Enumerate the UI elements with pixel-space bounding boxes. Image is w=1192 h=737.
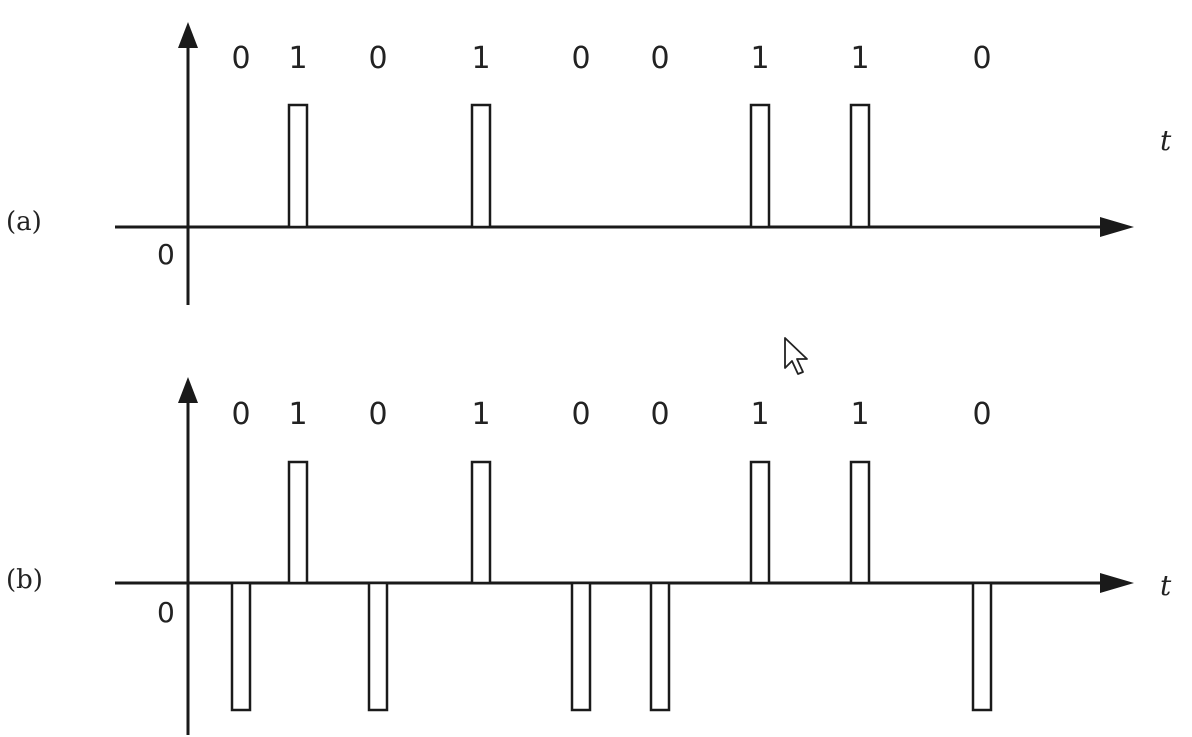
panel-a-positive-pulse xyxy=(849,103,871,229)
panel-b-negative-pulse xyxy=(367,581,389,712)
panel-a-bit-label: 0 xyxy=(231,41,250,76)
panel-a-bit-labels: 0 1 0 1 0 0 1 1 0 xyxy=(231,41,991,76)
panel-a-positive-pulse xyxy=(287,103,309,229)
panel-b-bit-label: 1 xyxy=(288,397,307,432)
panel-b-bit-label: 1 xyxy=(850,397,869,432)
panel-a-y-axis-arrow xyxy=(178,22,198,48)
panel-b-positive-pulse xyxy=(849,460,871,585)
panel-b-bit-label: 1 xyxy=(750,397,769,432)
panel-a-time-label: t xyxy=(1160,124,1172,157)
panel-a-positive-pulse xyxy=(749,103,771,229)
panel-b-bit-label: 0 xyxy=(571,397,590,432)
panel-b-bit-label: 0 xyxy=(650,397,669,432)
panel-b-positive-pulse xyxy=(470,460,492,585)
mouse-pointer-icon xyxy=(784,337,808,375)
panel-b-label: (b) xyxy=(6,565,43,595)
panel-b-bit-label: 0 xyxy=(972,397,991,432)
panel-a-bit-label: 1 xyxy=(471,41,490,76)
panel-a-bit-label: 0 xyxy=(650,41,669,76)
panel-b-pulses xyxy=(230,460,993,712)
panel-b-bit-label: 0 xyxy=(368,397,387,432)
panel-a-bit-label: 0 xyxy=(972,41,991,76)
panel-b-negative-pulse xyxy=(230,581,252,712)
panel-b-bit-labels: 0 1 0 1 0 0 1 1 0 xyxy=(231,397,991,432)
panel-b-bit-label: 0 xyxy=(231,397,250,432)
panel-b-negative-pulse xyxy=(971,581,993,712)
panel-b: (b) 0 t 0 1 0 1 0 0 1 1 0 xyxy=(6,377,1172,735)
panel-b-bit-label: 1 xyxy=(471,397,490,432)
panel-b-positive-pulse xyxy=(749,460,771,585)
panel-a-origin-label: 0 xyxy=(157,238,175,271)
panel-a-positive-pulse xyxy=(470,103,492,229)
panel-b-origin-label: 0 xyxy=(157,596,175,629)
panel-a-label: (a) xyxy=(6,207,42,237)
panel-b-y-axis-arrow xyxy=(178,377,198,403)
panel-a-bit-label: 1 xyxy=(850,41,869,76)
panel-b-time-axis-arrow xyxy=(1100,573,1134,593)
panel-a-time-axis-arrow xyxy=(1100,217,1134,237)
panel-a: (a) 0 t 0 1 0 1 0 0 1 1 0 xyxy=(6,22,1172,305)
panel-b-positive-pulse xyxy=(287,460,309,585)
panel-b-time-label: t xyxy=(1160,569,1172,602)
panel-a-bit-label: 1 xyxy=(288,41,307,76)
panel-a-pulses xyxy=(287,103,871,229)
panel-a-bit-label: 1 xyxy=(750,41,769,76)
panel-b-negative-pulse xyxy=(570,581,592,712)
panel-b-negative-pulse xyxy=(649,581,671,712)
panel-a-bit-label: 0 xyxy=(368,41,387,76)
panel-a-bit-label: 0 xyxy=(571,41,590,76)
